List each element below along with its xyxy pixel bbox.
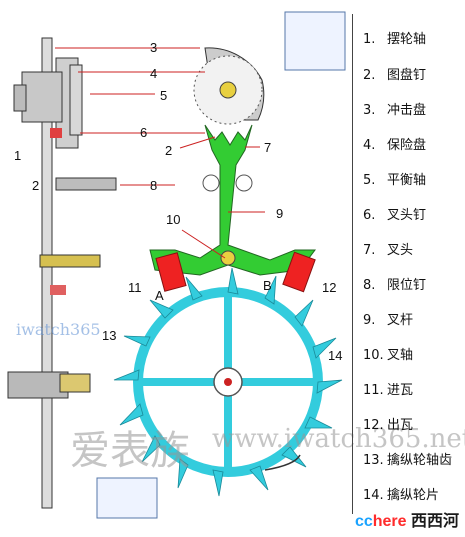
callout-13: 13 — [102, 328, 116, 343]
legend-item-1: 1.摆轮轴 — [363, 32, 427, 47]
watermark-brand: 爱表族 — [70, 428, 190, 474]
legend-item-3: 3.冲击盘 — [363, 103, 427, 118]
callout-5: 5 — [160, 88, 167, 103]
leader-lines — [55, 47, 265, 259]
impulse-roller — [193, 47, 265, 125]
callout-14: 14 — [328, 348, 342, 363]
legend-item-13: 13.擒纵轮轴齿 — [363, 453, 453, 468]
thumbnail-bottom — [96, 477, 158, 519]
legend: 1.摆轮轴 2.图盘钉 3.冲击盘 4.保险盘 5.平衡轴 6.叉头钉 7.叉头… — [352, 14, 465, 514]
legend-item-14: 14.擒纵轮片 — [363, 488, 440, 503]
legend-item-5: 5.平衡轴 — [363, 173, 427, 188]
footer-here: here — [372, 513, 407, 530]
legend-item-2: 2.图盘钉 — [363, 68, 427, 83]
callout-3: 3 — [150, 40, 157, 55]
footer-cc: cc — [354, 513, 373, 530]
legend-item-7: 7.叉头 — [363, 243, 414, 258]
legend-item-11: 11.进瓦 — [363, 383, 414, 398]
callout-2: 2 — [32, 178, 39, 193]
pallet-letter-b: B — [263, 278, 272, 293]
callout-labels: 1 2 3 4 5 6 2 7 8 9 10 11 12 13 14 A B — [14, 40, 342, 363]
legend-item-10: 10.叉轴 — [363, 348, 414, 363]
callout-10: 10 — [166, 212, 180, 227]
legend-item-6: 6.叉头钉 — [363, 208, 427, 223]
callout-4: 4 — [150, 66, 157, 81]
rotation-arrow — [264, 454, 301, 471]
legend-item-4: 4.保险盘 — [363, 138, 427, 153]
watermark-logo: iwatch365 — [16, 320, 101, 339]
callout-11: 11 — [128, 280, 142, 295]
callout-9: 9 — [276, 206, 283, 221]
legend-item-8: 8.限位钉 — [363, 278, 427, 293]
callout-6: 6 — [140, 125, 147, 140]
footer-site: 西西河 — [410, 513, 459, 530]
side-view-staff — [7, 37, 117, 509]
escape-wheel-teeth — [113, 267, 343, 497]
legend-item-12: 12.出瓦 — [363, 418, 414, 433]
legend-item-9: 9.叉杆 — [363, 313, 414, 328]
pallet-letter-a: A — [155, 288, 164, 303]
callout-2b: 2 — [165, 143, 172, 158]
callout-12: 12 — [322, 280, 336, 295]
thumbnail-top — [284, 11, 346, 71]
watermark-site: www.iwatch365.net — [212, 424, 465, 454]
callout-7: 7 — [264, 140, 271, 155]
footer-brand: cchere 西西河 — [355, 507, 459, 531]
callout-8: 8 — [150, 178, 157, 193]
callout-1: 1 — [14, 148, 21, 163]
pallet-fork — [149, 124, 316, 293]
